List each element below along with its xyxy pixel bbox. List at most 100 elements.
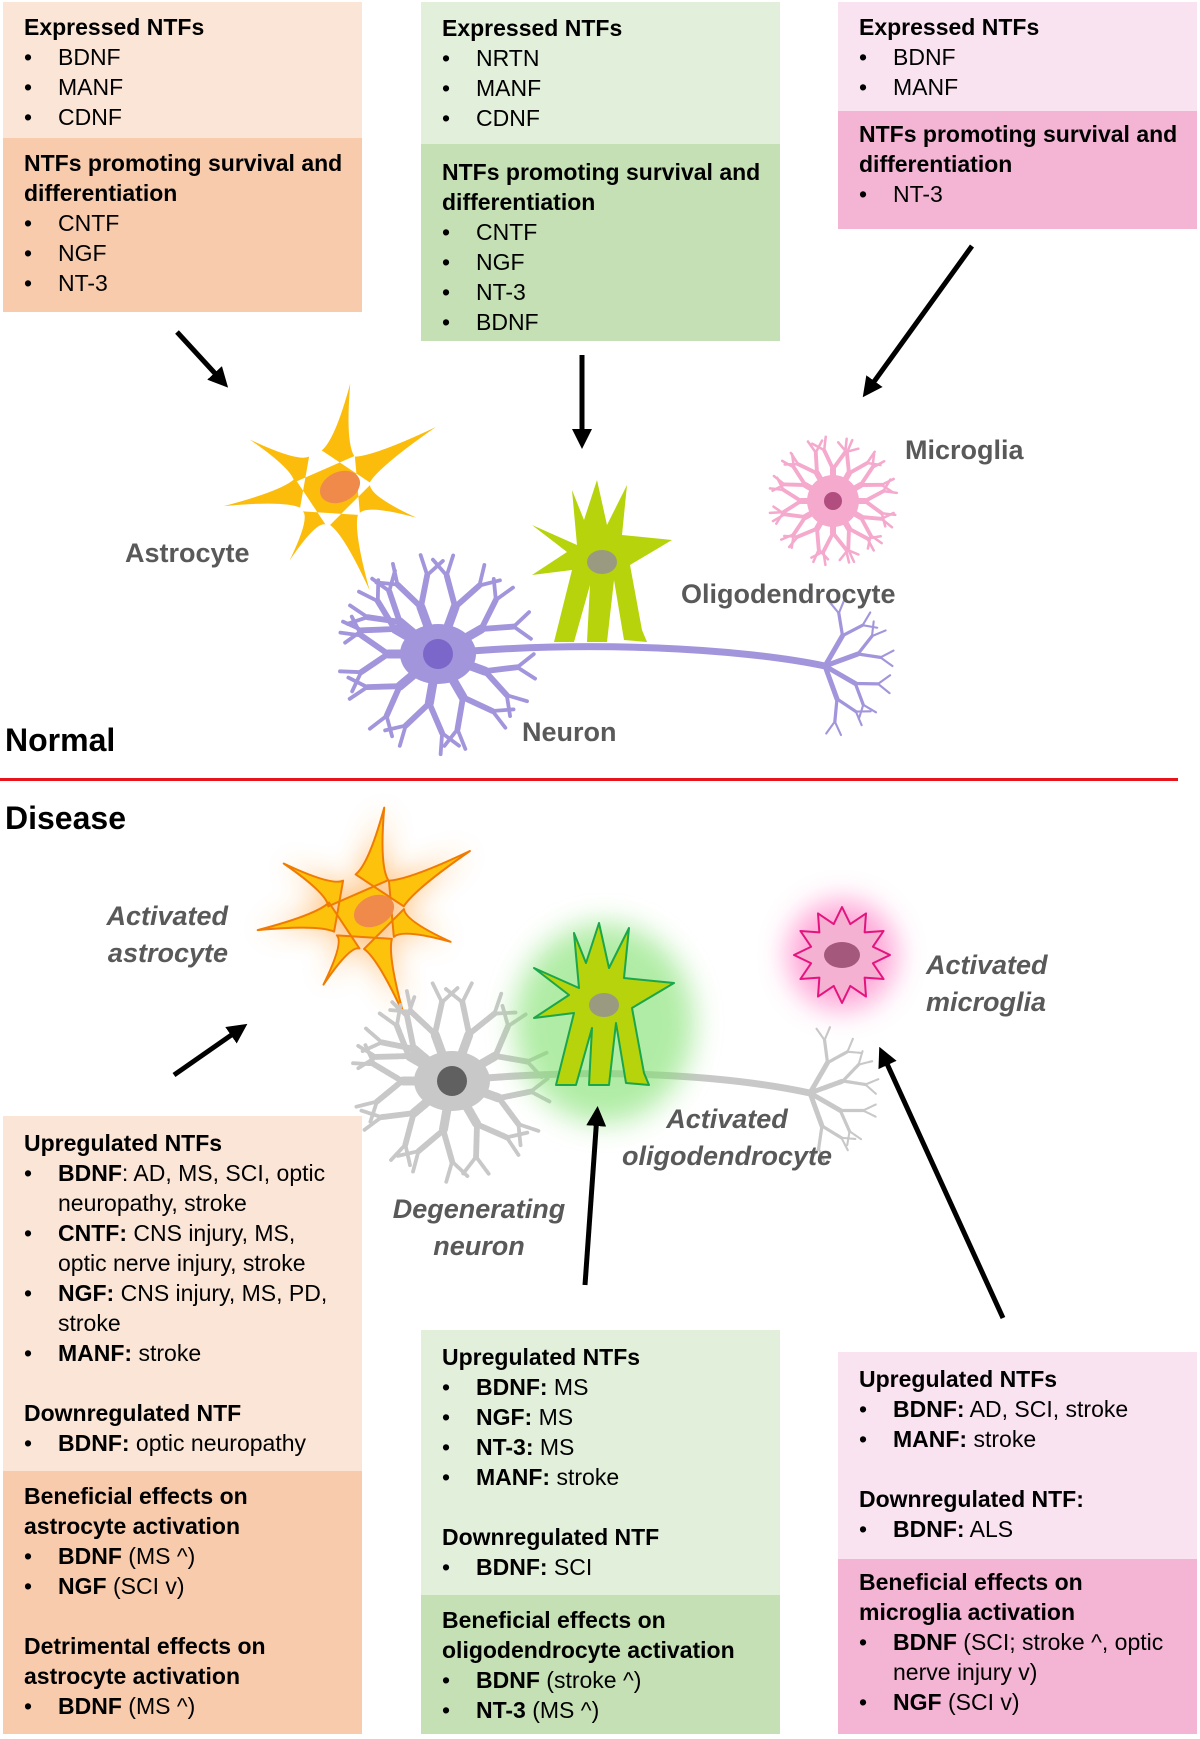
branch: [846, 526, 851, 552]
section-heading: Expressed NTFs: [442, 15, 623, 41]
branch: [820, 1124, 843, 1140]
ntf-section: Beneficial effects on oligodendrocyte ac…: [442, 1605, 768, 1725]
section-heading: NTFs promoting survival and differentiat…: [442, 159, 761, 215]
branch: [459, 999, 473, 1037]
ntf-section: NTFs promoting survival and differentiat…: [442, 157, 768, 337]
ntf-list-item: NGF (SCI v): [24, 1571, 350, 1601]
disease-astrocyte-ntf-box: Upregulated NTFsBDNF: AD, MS, SCI, optic…: [3, 1116, 362, 1734]
branch: [833, 720, 843, 737]
branch: [844, 450, 851, 476]
branch: [402, 700, 433, 729]
branch: [500, 1003, 511, 1029]
branch: [880, 477, 895, 487]
ntf-list-item: CNTF: CNS injury, MS, optic nerve injury…: [24, 1218, 350, 1278]
ntf-detail: CNS injury, MS, PD, stroke: [58, 1280, 328, 1336]
branch: [490, 709, 508, 730]
branch: [831, 531, 848, 552]
ntf-name: BDNF: [58, 1543, 122, 1569]
ntf-list-item: BDNF: ALS: [859, 1514, 1185, 1544]
branch: [473, 1121, 480, 1160]
ntf-detail: AD, SCI, stroke: [964, 1396, 1129, 1422]
branch: [809, 1147, 820, 1162]
ntf-list: BDNFMANFCDNF: [24, 42, 350, 132]
branch: [357, 589, 380, 604]
box-dark-panel: NTFs promoting survival and differentiat…: [3, 138, 362, 312]
ntf-detail: CNTF: [58, 210, 120, 236]
branch: [387, 568, 397, 593]
normal-microglia-ntf-box: Expressed NTFsBDNFMANFNTFs promoting sur…: [838, 2, 1197, 229]
branch: [817, 1147, 826, 1164]
branch: [490, 707, 516, 713]
label-line: microglia: [926, 987, 1047, 1017]
activated-astrocyte-label: Activated astrocyte: [88, 898, 228, 972]
branch: [460, 981, 474, 1005]
ntf-name: NGF:: [58, 1280, 115, 1306]
branch: [430, 981, 444, 1005]
arrow-to-astrocyte: [175, 330, 229, 388]
branch: [822, 448, 835, 471]
branch: [358, 651, 391, 676]
arrow-to-activated-oligodendrocyte: [582, 1106, 607, 1286]
branch: [478, 597, 499, 632]
ntf-list-item: NGF: CNS injury, MS, PD, stroke: [24, 1278, 350, 1338]
branch: [768, 510, 785, 515]
branch: [864, 1083, 878, 1096]
ntf-section: NTFs promoting survival and differentiat…: [859, 119, 1185, 209]
branch: [360, 1040, 384, 1054]
branch: [443, 572, 459, 610]
ntf-name: BDNF:: [476, 1374, 548, 1400]
branch: [418, 553, 430, 578]
ntf-list: BDNF: AD, MS, SCI, optic neuropathy, str…: [24, 1158, 350, 1368]
branch: [466, 1010, 498, 1037]
ntf-detail: (stroke ^): [539, 1667, 642, 1693]
branch: [862, 1109, 878, 1119]
ntf-name: BDNF:: [58, 1430, 130, 1456]
ntf-section: Expressed NTFsBDNFMANFCDNF: [24, 12, 350, 132]
branch: [440, 1127, 456, 1165]
ntf-list: BDNF (MS ^)NGF (SCI v): [24, 1541, 350, 1601]
oligodendrocyte-nucleus: [589, 993, 619, 1017]
box-light-panel: Upregulated NTFsBDNF: AD, MS, SCI, optic…: [3, 1116, 362, 1471]
ntf-name: NGF: [58, 1573, 107, 1599]
branch: [840, 1136, 850, 1152]
branch: [373, 1053, 412, 1060]
branch: [857, 1049, 864, 1066]
branch: [858, 515, 884, 521]
ntf-list-item: MANF: [442, 73, 768, 103]
branch: [496, 1088, 534, 1102]
box-dark-panel: NTFs promoting survival and differentiat…: [838, 111, 1197, 229]
branch: [504, 1130, 530, 1140]
ntf-detail: stroke: [550, 1464, 620, 1490]
ntf-section: Downregulated NTF:BDNF: ALS: [859, 1484, 1185, 1544]
branch: [477, 563, 487, 588]
ntf-list-item: BDNF (MS ^): [24, 1541, 350, 1571]
branch: [877, 674, 892, 685]
section-heading: Upregulated NTFs: [442, 1344, 641, 1370]
section-heading: Expressed NTFs: [24, 14, 205, 40]
ntf-list-item: NT-3: MS: [442, 1432, 768, 1462]
branch: [861, 624, 879, 629]
branch: [789, 451, 800, 466]
ntf-section: NTFs promoting survival and differentiat…: [24, 148, 350, 298]
microglia-label: Microglia: [905, 435, 1024, 465]
label-line: Degenerating: [392, 1194, 566, 1224]
branch: [515, 665, 537, 681]
branch: [367, 713, 389, 731]
neuron-label: Neuron: [522, 717, 617, 747]
activated-microglia-label: Activated microglia: [926, 947, 1048, 1021]
ntf-detail: ALS: [964, 1516, 1014, 1542]
branch: [828, 600, 840, 615]
branch: [496, 1095, 522, 1128]
branch: [455, 727, 468, 751]
ntf-section: Upregulated NTFsBDNF: AD, MS, SCI, optic…: [24, 1128, 350, 1368]
label-line: Activated: [106, 901, 228, 931]
ntf-list: BDNF (MS ^): [24, 1691, 350, 1721]
branch: [825, 1050, 850, 1065]
branch: [516, 1122, 541, 1133]
branch: [840, 623, 865, 638]
ntf-detail: MANF: [476, 75, 542, 101]
branch: [847, 526, 870, 541]
branch: [386, 588, 403, 625]
branch: [817, 548, 830, 561]
ntf-list-item: MANF: stroke: [24, 1338, 350, 1368]
